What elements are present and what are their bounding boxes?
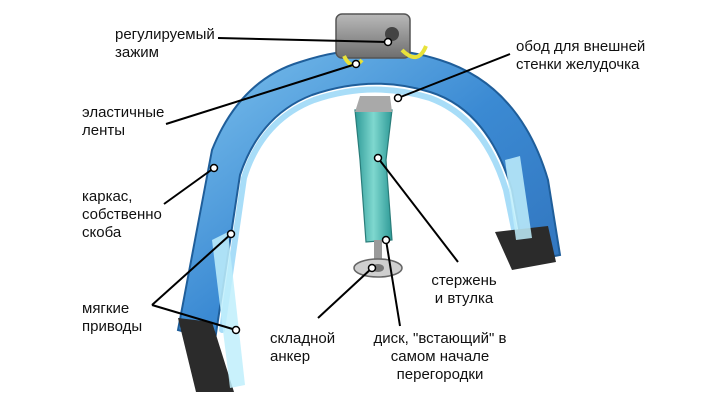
label-bands: эластичные ленты (82, 104, 165, 139)
left-actuator-shape (212, 232, 245, 388)
label-disc: диск, "встающий" в самом начале перегоро… (373, 330, 507, 383)
anchor-stem (374, 240, 382, 262)
leader-rod (377, 157, 459, 263)
brace-frame-shape (176, 48, 562, 342)
label-actuators: мягкие приводы (82, 300, 143, 335)
leader-rim (397, 53, 511, 99)
leader-clamp (217, 37, 389, 43)
left-pad-shape (178, 318, 234, 392)
rod-and-sleeve-shape (354, 109, 393, 243)
clamp-screw (385, 27, 399, 41)
leader-bands (165, 63, 357, 125)
right-actuator-shape (505, 156, 532, 240)
inner-rim-highlight (219, 86, 523, 333)
right-pad-shape (495, 226, 556, 270)
leader-actuator-lower (151, 304, 237, 331)
label-clamp: регулируемый зажим (115, 26, 215, 61)
leader-anchor (317, 267, 373, 319)
label-rod: стержень и втулка (431, 272, 497, 307)
leader-lines (151, 37, 511, 335)
label-rim: обод для внешней стенки желудочка (516, 38, 646, 73)
label-anchor: складной анкер (270, 330, 336, 365)
rod-connector (355, 96, 392, 112)
label-frame: каркас, собственно скоба (82, 188, 162, 241)
leader-actuator-upper (151, 233, 232, 306)
clamp-shape (335, 13, 411, 59)
elastic-band-right (400, 45, 428, 59)
leader-disc (385, 239, 401, 327)
leader-frame (163, 167, 215, 205)
